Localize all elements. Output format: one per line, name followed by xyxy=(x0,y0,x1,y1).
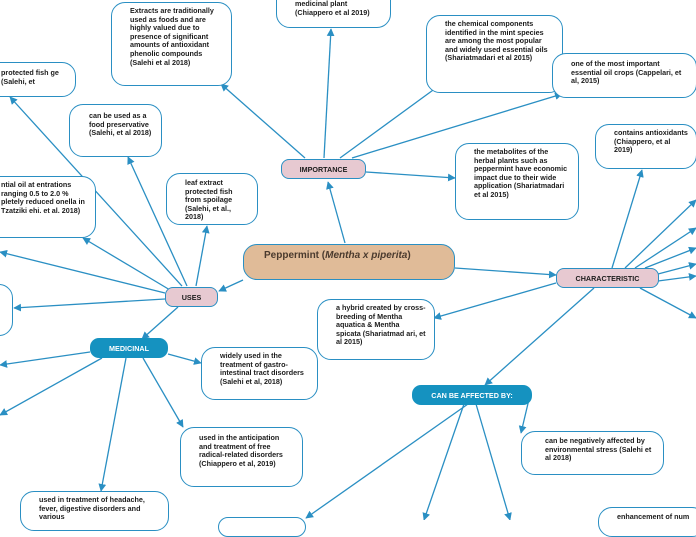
note-gastro[interactable]: widely used in the treatment of gastro-i… xyxy=(201,347,318,400)
edge-medicinal-left-2 xyxy=(0,357,103,416)
edge-uses-protected-fish xyxy=(9,96,183,287)
edge-importance-metabolites xyxy=(365,171,456,182)
edge-central-uses xyxy=(218,279,244,292)
note-food-preservative[interactable]: can be used as a food preservative (Sale… xyxy=(69,104,162,157)
edge-characteristic-right-3 xyxy=(644,246,696,269)
edge-characteristic-right-4 xyxy=(657,262,696,275)
note-medicinal-plant[interactable]: medicinal plant (Chiappero et al 2019) xyxy=(276,0,391,28)
edge-importance-chemical xyxy=(339,84,441,159)
note-stress[interactable]: can be negatively affected by environmen… xyxy=(521,431,664,475)
branch-importance[interactable]: IMPORTANCE xyxy=(281,159,366,179)
central-topic[interactable]: Peppermint (Mentha x piperita) xyxy=(243,244,455,280)
edge-medicinal-headache xyxy=(98,357,127,492)
central-topic-name: Peppermint ( xyxy=(264,250,326,261)
edge-uses-left-1 xyxy=(0,249,166,294)
note-protected-fish[interactable]: protected fish ge (Salehi, et xyxy=(0,62,76,97)
edge-importance-medicinal-plant xyxy=(323,28,335,159)
edge-central-importance xyxy=(326,181,346,244)
note-bottom-partial[interactable] xyxy=(218,517,306,537)
edge-characteristic-affected xyxy=(484,287,595,386)
edge-medicinal-gastro xyxy=(167,353,202,365)
note-headache[interactable]: used in treatment of headache, fever, di… xyxy=(20,491,169,531)
edge-uses-essential-oil xyxy=(82,237,171,291)
edge-importance-extracts xyxy=(220,83,306,159)
edge-importance-oil-crops xyxy=(351,92,563,159)
note-metabolites[interactable]: the metabolites of the herbal plants suc… xyxy=(455,143,579,220)
note-left-partial[interactable] xyxy=(0,284,13,336)
note-extracts[interactable]: Extracts are traditionally used as foods… xyxy=(111,2,232,86)
note-leaf-extract[interactable]: leaf extract protected fish from spoilag… xyxy=(166,173,258,225)
connector-lines xyxy=(0,28,696,520)
central-topic-latin: Mentha x piperita xyxy=(325,250,408,261)
note-enhancement[interactable]: enhancement of num xyxy=(598,507,696,537)
edge-uses-medicinal xyxy=(141,306,179,340)
edge-characteristic-hybrid xyxy=(433,282,557,320)
note-essential-oil-crops[interactable]: one of the most important essential oil … xyxy=(552,53,696,98)
edge-central-characteristic xyxy=(454,267,557,279)
edge-uses-left-2 xyxy=(13,298,166,312)
branch-can-be-affected-by[interactable]: CAN BE AFFECTED BY: xyxy=(412,385,532,405)
edge-uses-leaf-extract xyxy=(195,225,210,287)
edge-affected-down-2 xyxy=(422,403,465,520)
branch-medicinal[interactable]: MEDICINAL xyxy=(90,338,168,358)
note-essential-oil[interactable]: ntial oil at entrations ranging 0.5 to 2… xyxy=(0,176,96,238)
edge-affected-down-3 xyxy=(475,403,512,520)
note-contains-antioxidants[interactable]: contains antioxidants (Chiappero, et al … xyxy=(595,124,696,169)
edge-medicinal-anticipation xyxy=(142,357,184,428)
edge-characteristic-right-5 xyxy=(657,273,696,282)
edge-characteristic-right-2 xyxy=(634,227,696,269)
edge-uses-food-preservative xyxy=(127,156,188,287)
central-topic-close: ) xyxy=(407,250,411,261)
edge-characteristic-right-6 xyxy=(639,287,696,319)
branch-uses[interactable]: USES xyxy=(165,287,218,307)
edge-medicinal-left-1 xyxy=(0,351,91,368)
note-anticipation[interactable]: used in the anticipation and treatment o… xyxy=(180,427,303,487)
edge-characteristic-right-1 xyxy=(624,199,696,269)
note-hybrid[interactable]: a hybrid created by cross-breeding of Me… xyxy=(317,299,435,360)
edge-characteristic-antioxidants xyxy=(611,169,644,269)
note-chemical-components[interactable]: the chemical components identified in th… xyxy=(426,15,563,93)
edge-affected-down-1 xyxy=(305,403,469,519)
branch-characteristic[interactable]: CHARACTERISTIC xyxy=(556,268,659,288)
